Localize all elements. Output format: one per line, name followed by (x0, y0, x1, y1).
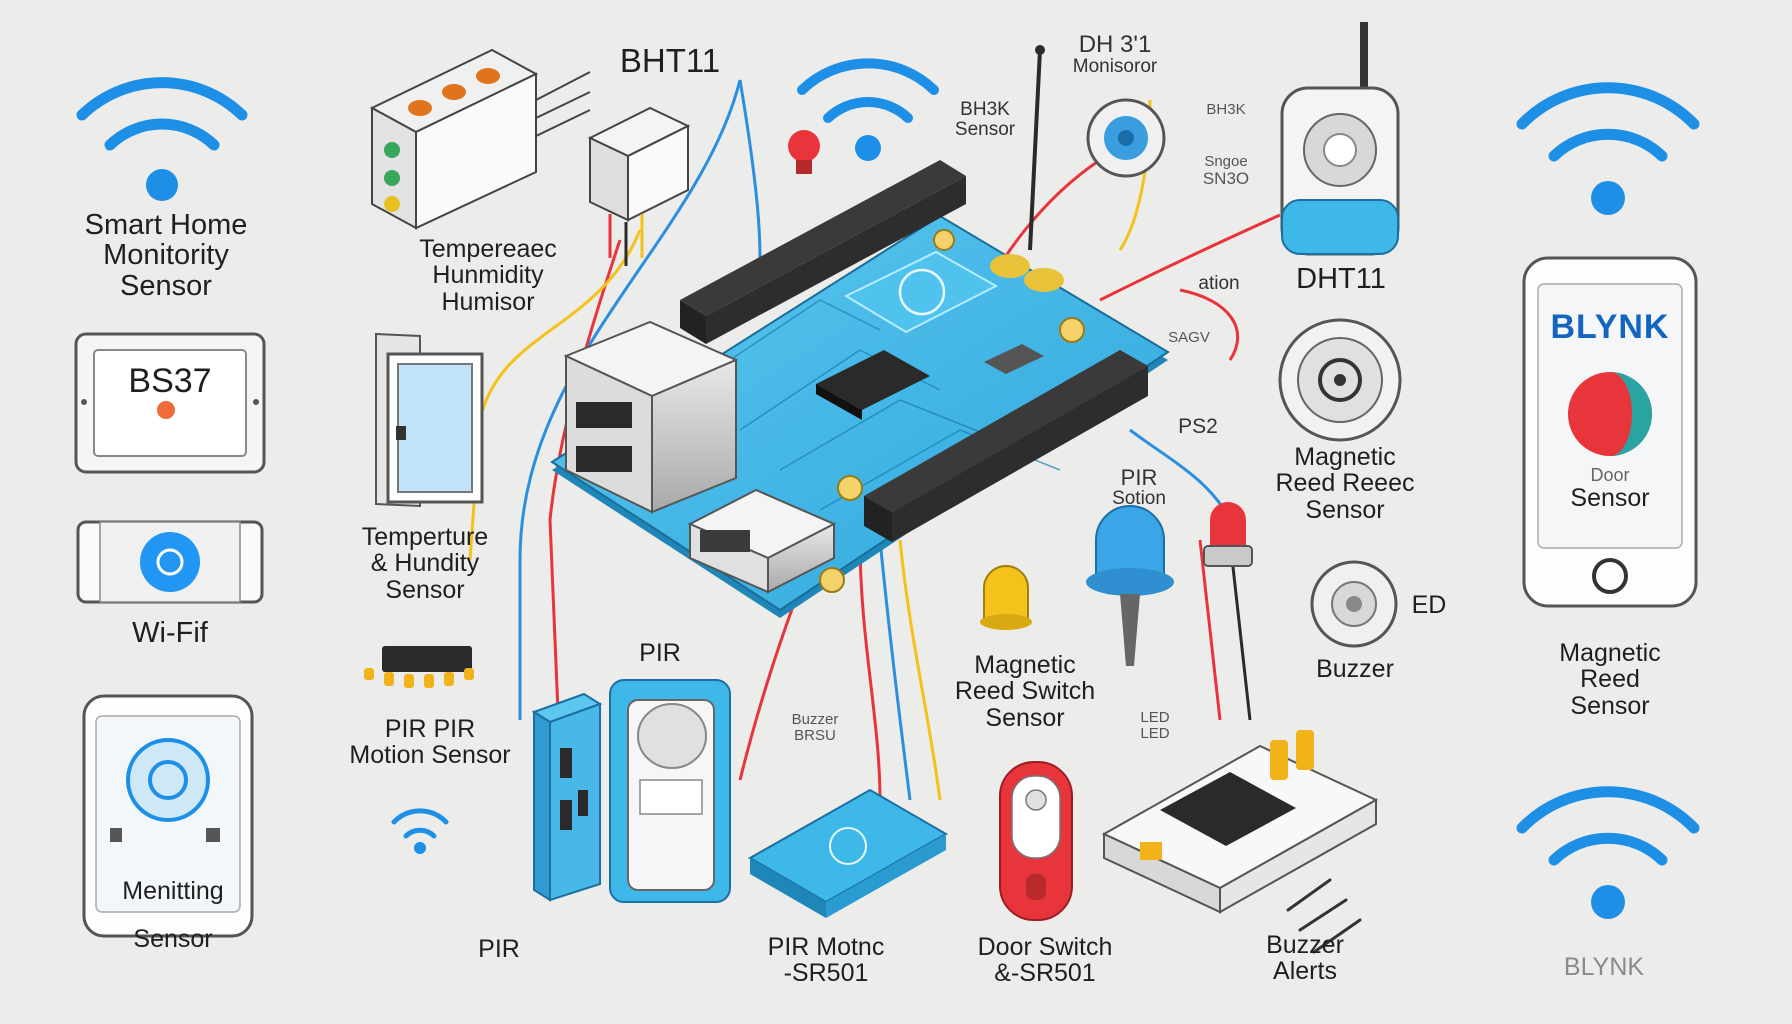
wire-red-7 (1198, 539, 1222, 721)
wifi-icon-top-center (797, 58, 939, 161)
label-pir-motion: PIR PIR Motion Sensor (349, 715, 511, 770)
gear-sensor-icon (1278, 318, 1402, 442)
label-wifi: Wi-Fif (132, 617, 208, 649)
dht-module-icon (587, 106, 691, 266)
wire-yellow-1 (468, 229, 642, 561)
led-yellow-icon (980, 565, 1032, 630)
label-pir-center: PIR (639, 639, 681, 667)
led-blue-icon (1086, 505, 1174, 666)
camera-sensor-icon (1280, 22, 1400, 256)
pir-sensor-icon (609, 679, 731, 903)
led-red-small-icon (788, 130, 820, 174)
label-led-small: LED LED (1140, 709, 1170, 742)
wire-red-3 (1099, 213, 1281, 302)
wire-red-5 (858, 539, 882, 801)
label-temp-humid-mid: Temperture & Hundity Sensor (361, 523, 489, 604)
door-switch-icon (999, 761, 1073, 921)
usb-port-icon (563, 320, 739, 514)
label-temp-humid-top: Tempereaec Hunmidity Humisor (419, 235, 557, 316)
wire-black-1 (1228, 539, 1252, 721)
label-magnetic-reed-right: Magnetic Reed Reeec Sensor (1275, 443, 1415, 524)
label-sagv: SAGV (1168, 329, 1210, 346)
label-bht11: BHT11 (619, 42, 721, 79)
label-blynk-phone: BLYNK (1550, 308, 1670, 346)
wire-blue-1 (738, 79, 762, 261)
wifi-icon-top-left (76, 77, 248, 201)
label-magnetic-reed-far: Magnetic Reed Sensor (1559, 639, 1661, 720)
pir-module-icon (531, 692, 603, 902)
label-door-switch: Door Switch &-SR501 (977, 933, 1113, 988)
wire-red-4 (1179, 288, 1240, 361)
chip-small-icon (364, 646, 474, 688)
wire-blue-4 (878, 539, 912, 801)
label-ation: ation (1198, 273, 1240, 294)
antenna-icon (1028, 45, 1045, 251)
round-sensor-icon (1086, 98, 1166, 178)
wire-blue-2 (518, 79, 742, 720)
wifi-module-icon (76, 520, 264, 604)
label-smart-home: Smart Home Monitority Sensor (84, 209, 248, 302)
wifi-icon-small (391, 808, 449, 854)
tablet-code: BS37 (128, 362, 212, 400)
label-bh3k-right: BH3K (1206, 101, 1246, 118)
label-buzzer-small: Buzzer BRSU (791, 711, 839, 744)
label-pir-sotion: PIR Sotion (1112, 465, 1166, 510)
label-dh31: DH 3'1 Monisoror (1072, 31, 1158, 78)
rj45-port-icon (687, 488, 837, 594)
label-pir-motion-bottom: PIR Motnc -SR501 (767, 933, 885, 988)
label-ed: ED (1411, 591, 1447, 619)
label-monitoring: Menitting Sensor (122, 877, 224, 954)
label-snso: Sngoe SN3O (1202, 153, 1250, 188)
wifi-icon-bottom-right (1516, 786, 1700, 919)
door-icon (375, 332, 484, 508)
wire-yellow-3 (898, 539, 942, 801)
tablet-icon (74, 332, 266, 474)
sensor-block-icon (369, 48, 539, 230)
led-red-icon (1203, 502, 1253, 567)
alert-lines (1286, 878, 1362, 954)
label-bh3k: BH3K Sensor (954, 99, 1016, 140)
phone-left-icon (82, 694, 254, 938)
pir-board-icon (747, 788, 949, 918)
buzzer-icon (1310, 560, 1398, 648)
label-door-sensor: Door Sensor (1570, 465, 1650, 512)
label-buzzer-alerts: Buzzer Alerts (1266, 931, 1344, 986)
label-blynk-bottom: BLYNK (1563, 953, 1645, 981)
wifi-icon-top-right (1516, 82, 1700, 215)
label-dht11-right: DHT11 (1296, 263, 1386, 295)
label-magnetic-reed-center: Magnetic Reed Switch Sensor (954, 651, 1096, 732)
label-ps2: PS2 (1178, 415, 1218, 438)
buzzer-board-icon (1101, 730, 1379, 914)
label-buzzer: Buzzer (1316, 655, 1394, 683)
label-pir-bottom: PIR (478, 935, 520, 963)
phone-blynk-icon (1522, 256, 1698, 608)
sensor-leads (535, 71, 591, 137)
